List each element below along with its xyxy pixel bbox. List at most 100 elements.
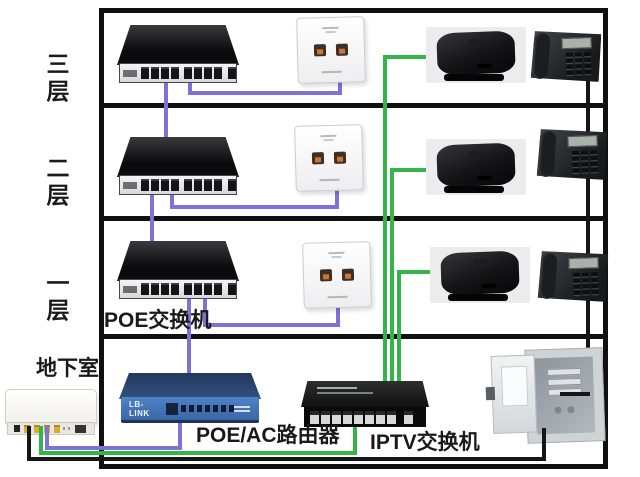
router-ports: [166, 402, 234, 415]
stb-body: [436, 30, 516, 76]
phone-keypad: [571, 150, 598, 173]
distbox-latch: [485, 386, 496, 401]
cable-2f-switch-to-panel-h: [170, 205, 339, 209]
stb-logo: [469, 150, 482, 161]
rj45-port: [354, 410, 363, 424]
rj45-port: [161, 283, 169, 295]
floor-1-label: 一层: [43, 271, 69, 325]
cable-modem-to-router-h: [45, 446, 182, 450]
uplink-port: [228, 179, 236, 191]
stb-base: [448, 294, 508, 301]
cable-modem-lan-stub-green: [39, 426, 43, 455]
wall-ap-panel-floor1: [302, 241, 372, 309]
lan-port: [213, 405, 218, 412]
phone-handset: [531, 32, 551, 80]
building-wall-top: [99, 8, 608, 13]
rj45-port: [214, 179, 222, 191]
rj45-port: [171, 179, 179, 191]
cable-3f-switch-to-panel-h: [188, 91, 342, 95]
panel-logo: [320, 134, 337, 138]
router-model-text: [234, 405, 250, 412]
switch-front-panel: [119, 175, 237, 195]
poe-switch-floor2: [117, 137, 239, 195]
stb-base: [444, 74, 504, 81]
distbox-door-window: [500, 365, 529, 407]
building-wall-bottom: [99, 464, 608, 469]
rj45-port: [161, 179, 169, 191]
panel-logo: [328, 251, 345, 255]
wall-ap-panel-floor3: [296, 16, 366, 84]
router-chassis: [119, 373, 261, 399]
modem-body: [5, 389, 97, 424]
router-brand: LB-LINK: [129, 399, 150, 418]
cable-2f-switch-to-panel-v2: [335, 186, 339, 209]
cable-modem-to-distbox-h: [27, 457, 546, 461]
switch-chassis: [117, 137, 239, 177]
floor-slab-1-basement: [99, 334, 608, 339]
switch-brand-label: [123, 285, 137, 293]
lan-port: [189, 405, 194, 412]
rj45-port: [184, 179, 192, 191]
cable-phone-riser: [586, 47, 590, 396]
poe-ac-router: LB-LINK: [119, 373, 261, 425]
iptv-switch-label-text: [317, 387, 357, 389]
lan-port: [221, 405, 226, 412]
telephone-floor3: [529, 28, 603, 84]
rj45-port: [204, 67, 212, 79]
lan-port: [229, 405, 234, 412]
wall-ap-panel-floor2: [294, 124, 364, 192]
phone-handset: [538, 252, 558, 300]
iptv-switch: [301, 381, 429, 427]
rj45-port: [151, 179, 159, 191]
optical-port: [14, 425, 20, 432]
lan-port: [34, 424, 40, 433]
set-top-box-floor3: [426, 27, 526, 83]
rj45-jack: [313, 44, 327, 57]
stb-body: [436, 142, 516, 188]
cable-3f-switch-to-panel-v2: [338, 76, 342, 95]
switch-brand-label: [123, 69, 137, 77]
led: [63, 427, 65, 430]
rj45-port: [214, 67, 222, 79]
switch-chassis: [117, 25, 239, 65]
panel-logo: [325, 30, 336, 34]
distribution-box: [485, 347, 607, 445]
cable-uplink-1f-router: [187, 283, 191, 403]
rj45-port: [376, 410, 385, 424]
cable-iptv-riser-2f: [390, 168, 394, 395]
rj45-port: [161, 67, 169, 79]
uplink-port: [404, 410, 413, 424]
wan-port: [166, 402, 178, 415]
rj45-port: [365, 410, 374, 424]
rj45-jack: [311, 152, 325, 165]
phone-keypad: [565, 52, 592, 75]
cable-iptv-riser-1f: [397, 270, 401, 395]
panel-jacks: [298, 43, 364, 57]
router-front-panel: LB-LINK: [121, 397, 259, 423]
building-wall-left: [99, 8, 104, 469]
rj45-port: [151, 67, 159, 79]
stb-base: [444, 186, 504, 193]
panel-jacks: [304, 268, 370, 282]
cable-1f-switch-to-panel-h: [203, 323, 340, 327]
rj45-jack: [333, 151, 347, 164]
cable-iptv-2f-stb: [390, 168, 436, 172]
lan-port: [54, 424, 60, 433]
rj45-port: [141, 179, 149, 191]
switch-brand-label: [123, 181, 137, 189]
stb-front-slot: [477, 175, 492, 180]
cable-modem-to-iptv-switch-h: [39, 451, 357, 455]
rj45-port: [171, 67, 179, 79]
rj45-jack: [319, 269, 333, 282]
phone-display: [561, 37, 592, 50]
cable-modem-to-iptv-switch-v: [353, 420, 357, 455]
optical-modem: [5, 389, 97, 437]
rj45-port: [184, 67, 192, 79]
lan-port: [205, 405, 210, 412]
cable-uplink-2f-1f: [150, 178, 154, 293]
panel-jacks: [296, 151, 362, 165]
panel-logo: [331, 255, 342, 259]
floor-2-label: 二层: [43, 156, 69, 210]
rj45-port: [151, 283, 159, 295]
